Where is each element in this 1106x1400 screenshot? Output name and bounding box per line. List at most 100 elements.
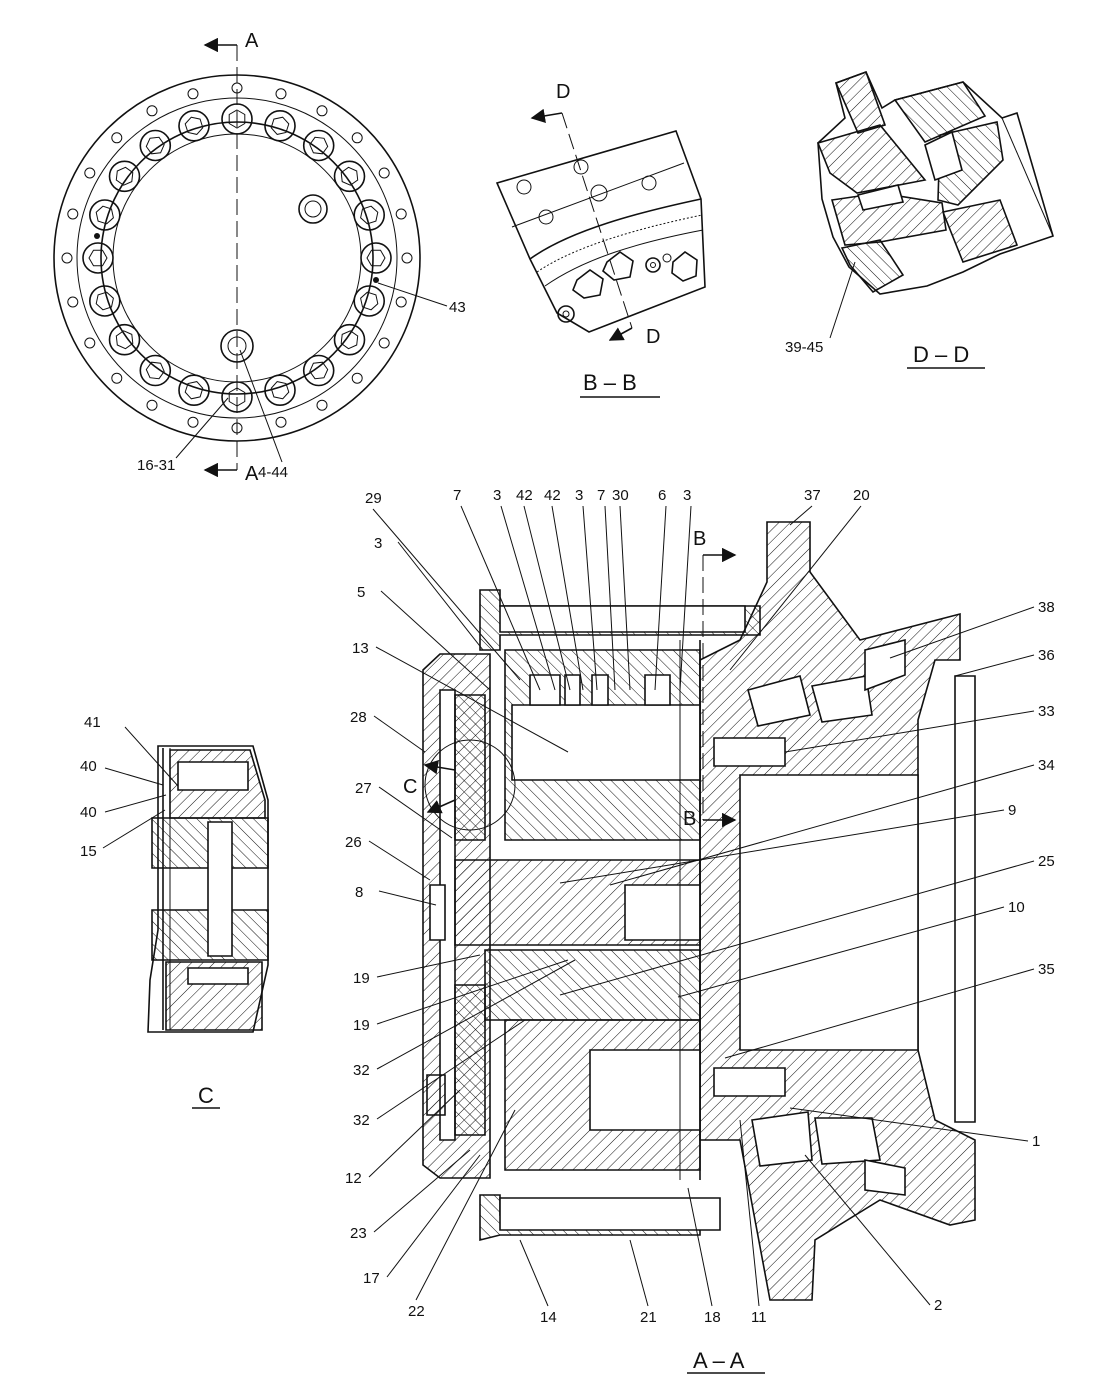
flange-hole xyxy=(378,167,390,179)
flange-hole xyxy=(316,105,328,117)
callout-aa: 3 xyxy=(575,487,583,504)
flange-hole xyxy=(67,208,79,220)
bolt-head xyxy=(353,199,386,231)
flange-hole xyxy=(111,372,123,384)
flange-hole xyxy=(275,88,287,100)
view-bb: D D B – B xyxy=(495,81,706,398)
callout-aa: 18 xyxy=(704,1309,721,1326)
callout-4-44: 4-44 xyxy=(258,464,288,481)
leader-line xyxy=(386,1154,481,1278)
callout-aa: 28 xyxy=(350,709,367,726)
bolt-head xyxy=(302,129,335,162)
callout-aa: 5 xyxy=(357,584,365,601)
section-a-top-label: A xyxy=(245,30,259,52)
flange-hole xyxy=(316,399,328,411)
bolt-head xyxy=(302,354,335,387)
leader-line xyxy=(629,1239,649,1307)
callout-40a: 40 xyxy=(80,758,97,775)
callout-aa: 13 xyxy=(352,640,369,657)
flange-hole xyxy=(401,252,413,264)
view-bb-title: B – B xyxy=(583,370,637,395)
leader-line xyxy=(551,505,584,691)
leader-line xyxy=(397,541,484,651)
section-a-bottom-label: A xyxy=(245,463,259,485)
callout-aa: 22 xyxy=(408,1303,425,1320)
callout-43: 43 xyxy=(449,299,466,316)
view-c-title: C xyxy=(198,1083,214,1108)
bolt-head xyxy=(108,323,141,356)
leader-line xyxy=(500,505,556,691)
callout-aa: 33 xyxy=(1038,703,1055,720)
leader-line xyxy=(789,505,813,526)
bolt-head xyxy=(89,285,121,317)
bolt-head xyxy=(264,110,296,142)
leader-line xyxy=(415,1109,516,1301)
leader-line xyxy=(679,505,692,691)
flange-hole xyxy=(187,88,199,100)
flange-hole xyxy=(61,252,73,264)
callout-aa: 42 xyxy=(544,487,561,504)
leader-line xyxy=(687,1187,713,1307)
leader-line xyxy=(460,505,541,691)
flange-hole xyxy=(187,416,199,428)
bolt-head xyxy=(353,285,386,317)
flange-hole xyxy=(378,337,390,349)
callout-aa: 38 xyxy=(1038,599,1055,616)
leader-line xyxy=(373,1149,471,1233)
leader-line xyxy=(559,860,1035,996)
callout-aa: 19 xyxy=(353,1017,370,1034)
leader-line xyxy=(378,890,437,906)
callout-aa: 1 xyxy=(1032,1133,1040,1150)
section-d-bottom-label: D xyxy=(646,326,660,348)
leader-line xyxy=(368,1089,461,1178)
leader-line xyxy=(609,764,1035,886)
callout-aa: 42 xyxy=(516,487,533,504)
leader-line xyxy=(376,1019,526,1120)
section-b-bottom-label: B xyxy=(683,808,696,830)
leader-line xyxy=(739,1119,760,1307)
leader-line xyxy=(519,1239,549,1307)
flange-hole xyxy=(84,167,96,179)
leader-line xyxy=(729,505,862,671)
leader-line xyxy=(380,590,491,691)
flange-hole xyxy=(351,132,363,144)
callout-39-45: 39-45 xyxy=(785,339,823,356)
detail-c-label: C xyxy=(403,776,417,798)
callout-aa: 35 xyxy=(1038,961,1055,978)
callout-aa: 32 xyxy=(353,1062,370,1079)
view-c: 41 40 40 15 C xyxy=(80,714,269,1109)
bolt-head xyxy=(360,242,392,274)
flange-hole xyxy=(146,105,158,117)
leader-line xyxy=(376,954,481,978)
bolt-head xyxy=(264,374,296,407)
callout-aa: 3 xyxy=(374,535,382,552)
leader-line xyxy=(677,906,1005,998)
callout-aa: 36 xyxy=(1038,647,1055,664)
callout-aa: 2 xyxy=(934,1297,942,1314)
flange-hole xyxy=(351,372,363,384)
bolt-head xyxy=(178,374,210,407)
callout-aa: 7 xyxy=(597,487,605,504)
bolt-head xyxy=(178,110,210,142)
leader-line xyxy=(784,710,1035,753)
leader-line xyxy=(375,646,569,753)
bolt-head xyxy=(139,129,172,162)
callout-aa: 27 xyxy=(355,780,372,797)
callout-40b: 40 xyxy=(80,804,97,821)
callout-aa: 9 xyxy=(1008,802,1016,819)
flange-hole xyxy=(395,296,407,308)
leader-line xyxy=(376,959,569,1025)
view-dd-title: D – D xyxy=(913,342,969,367)
flange-hole xyxy=(84,337,96,349)
bolt-head xyxy=(139,354,172,387)
callout-aa: 3 xyxy=(683,487,691,504)
flange-hole xyxy=(111,132,123,144)
callout-16-31: 16-31 xyxy=(137,457,175,474)
leader-line xyxy=(654,505,667,691)
callout-aa: 23 xyxy=(350,1225,367,1242)
leader-line xyxy=(804,1154,931,1306)
callout-aa: 17 xyxy=(363,1270,380,1287)
leader-line xyxy=(368,840,431,881)
